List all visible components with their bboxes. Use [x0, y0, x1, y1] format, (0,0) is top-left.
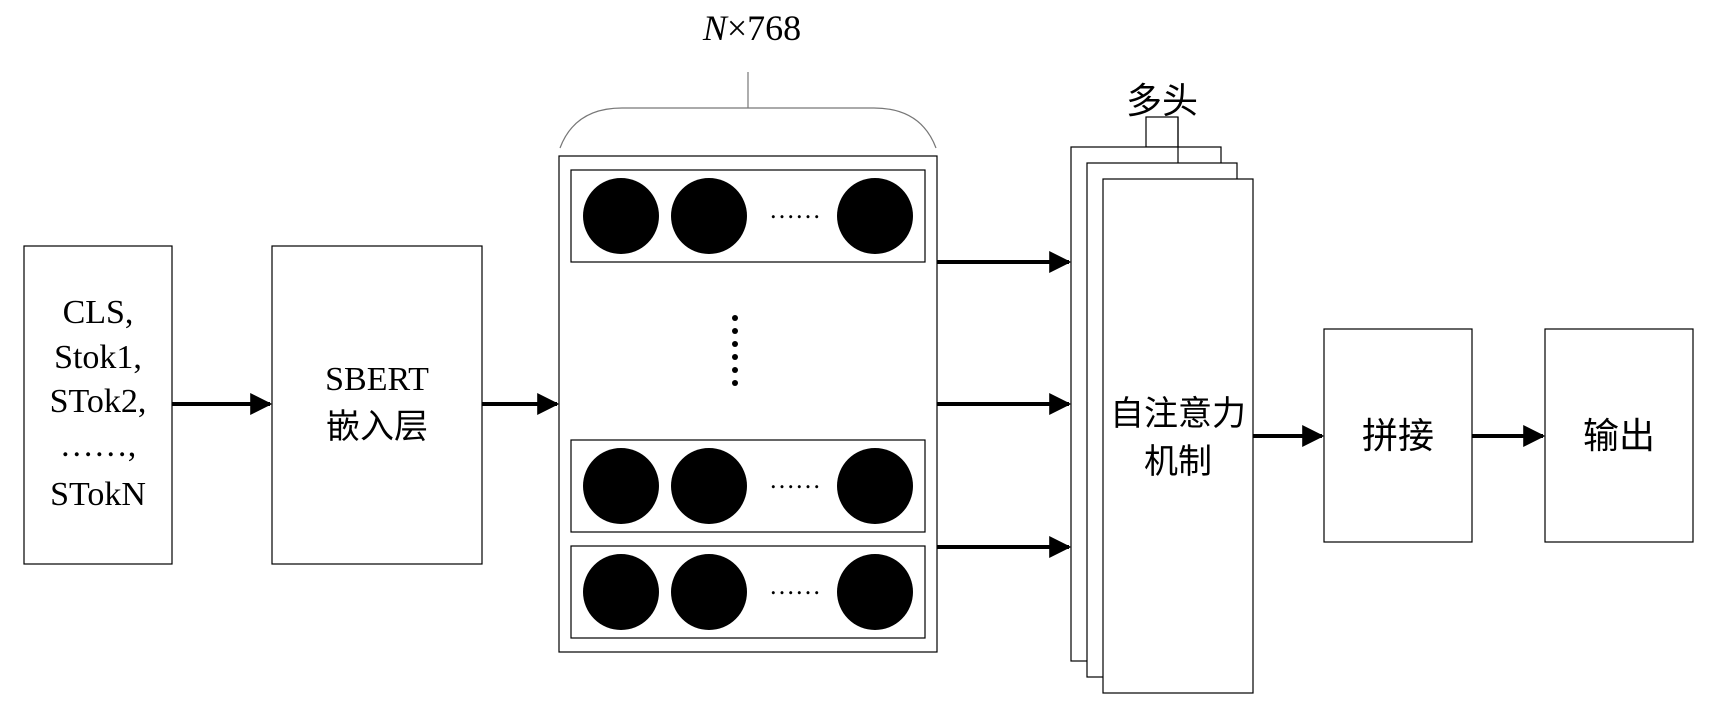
- embedding-row-ellipsis: ……: [769, 571, 821, 600]
- embedding-row-ellipsis: ……: [769, 465, 821, 494]
- embedding-node: [671, 554, 747, 630]
- attention-box-front: [1102, 178, 1254, 694]
- input-token-stok1: Stok1,: [54, 339, 142, 376]
- input-token-stokn: STokN: [50, 476, 146, 513]
- dimension-label: N×768: [702, 8, 801, 48]
- sbert-box: [271, 245, 483, 565]
- embedding-node: [837, 178, 913, 254]
- embedding-row-ellipsis: ……: [769, 195, 821, 224]
- input-token-cls: CLS,: [63, 294, 134, 331]
- sbert-embedding-layer-label: 嵌入层: [326, 409, 428, 446]
- input-token-ellipsis: ……,: [60, 427, 137, 464]
- mechanism-label: 机制: [1144, 443, 1212, 481]
- vertical-ellipsis: [732, 315, 738, 386]
- input-token-stok2: STok2,: [50, 383, 147, 420]
- concat-box: [1323, 328, 1473, 543]
- embedding-node: [671, 178, 747, 254]
- multi-head-label: 多头: [1126, 81, 1198, 121]
- concat-label: 拼接: [1362, 416, 1434, 456]
- output-label: 输出: [1583, 416, 1655, 456]
- sbert-label: SBERT: [325, 361, 429, 398]
- output-box: [1544, 328, 1694, 543]
- embedding-node: [837, 448, 913, 524]
- multi-head-tab: [1145, 116, 1179, 148]
- embedding-node: [583, 554, 659, 630]
- self-attention-label: 自注意力: [1110, 395, 1246, 433]
- input-tokens-box: [23, 245, 173, 565]
- embedding-node: [837, 554, 913, 630]
- dimension-brace: [559, 72, 937, 149]
- embedding-node: [583, 178, 659, 254]
- embedding-node: [583, 448, 659, 524]
- embedding-node: [671, 448, 747, 524]
